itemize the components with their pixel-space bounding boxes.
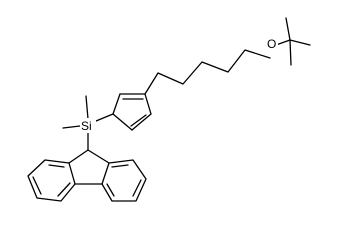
tbu-methyl-bond-1 <box>285 17 291 41</box>
si-methyl-bond-top <box>85 95 89 120</box>
atom-label-oxygen-group: O <box>266 37 278 51</box>
atom-label-silicon-group: Si <box>80 118 96 133</box>
si-methyl-bond-left <box>62 125 81 129</box>
cp-double-bond-4 <box>130 114 147 127</box>
cyclopentadiene-ring <box>112 93 152 131</box>
fluorene-right-ring <box>101 159 147 202</box>
fluorene-c9-right <box>87 149 110 164</box>
atom-label-silicon: Si <box>81 119 92 133</box>
hexyl-chain-bonds <box>144 49 271 95</box>
silicon-label-background <box>80 118 96 133</box>
tbu-methyl-bond-3 <box>289 39 292 66</box>
o-tbu-bond <box>275 39 291 46</box>
hexyl-chain <box>144 49 271 95</box>
left-ring-double-2 <box>32 176 42 195</box>
left-ring-double-1 <box>48 164 65 168</box>
cp-bond-1 <box>112 93 121 115</box>
fluorenyl-group <box>27 149 147 202</box>
fluorene-left-ring <box>27 159 76 202</box>
cp-bond-4 <box>131 113 152 131</box>
atom-label-oxygen: O <box>267 37 276 51</box>
silicon-substituents <box>62 95 114 151</box>
cp-bond-3 <box>144 93 152 115</box>
right-ring-double-3 <box>106 183 115 197</box>
cp-bond-5 <box>112 113 133 131</box>
oxygen-label-background <box>266 37 278 51</box>
right-ring-double-1 <box>111 164 129 168</box>
right-ring-double-2 <box>132 179 142 197</box>
left-ring-double-3 <box>57 182 71 197</box>
tbu-methyl-bond-2 <box>289 39 311 46</box>
chemical-structure: Si O <box>27 17 311 202</box>
fluorene-c9-left <box>68 149 89 164</box>
tert-butoxy-group <box>275 17 311 66</box>
si-cyclopentadiene-bond <box>95 113 114 122</box>
